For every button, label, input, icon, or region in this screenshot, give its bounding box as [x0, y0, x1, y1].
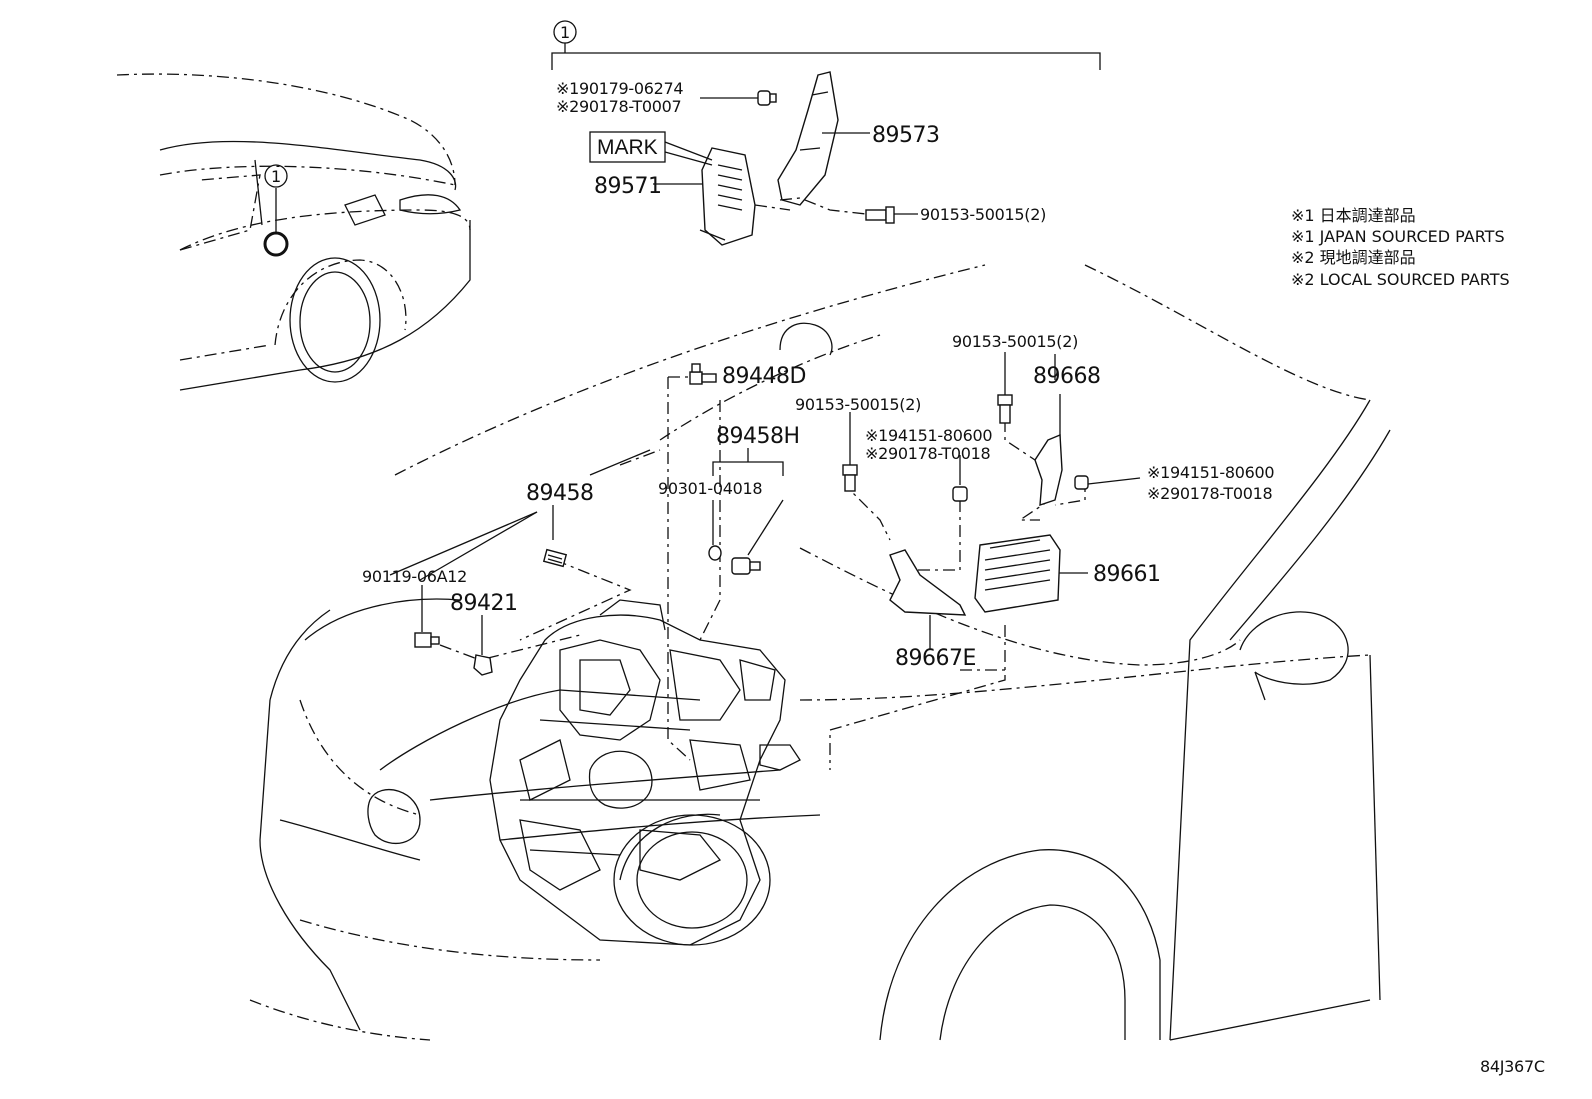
label-90178-t0007: ※290178-T0007: [556, 97, 681, 116]
nut-90179-icon: [757, 90, 777, 106]
diagram-code: 84J367C: [1480, 1057, 1545, 1076]
label-90179-06274: ※190179-06274: [556, 79, 683, 98]
bolt-90153-mid-icon: [842, 464, 858, 492]
front-car-illustration: [249, 264, 1391, 1041]
legend-line-1: ※1 日本調達部品: [1291, 206, 1416, 225]
legend-line-2: ※1 JAPAN SOURCED PARTS: [1291, 227, 1505, 246]
mark-box: [589, 131, 666, 163]
ecu-89661-icon: [974, 534, 1061, 613]
label-89421: 89421: [450, 591, 518, 616]
label-90153-mid: 90153-50015(2): [795, 395, 921, 414]
bracket-89668-icon: [1034, 433, 1063, 506]
bracket-89573-icon: [777, 71, 839, 206]
bolt-90153-right-icon: [997, 394, 1013, 424]
clip-89421-icon: [473, 654, 493, 676]
label-90178-t0018-a: ※290178-T0018: [865, 444, 991, 463]
label-90178-t0018-b: ※290178-T0018: [1147, 484, 1273, 503]
label-89458: 89458: [526, 481, 594, 506]
sensor-89458-icon: [542, 548, 568, 568]
module-89571-icon: [699, 147, 756, 246]
label-94151-80600-b: ※194151-80600: [1147, 463, 1274, 482]
bracket-89667e-icon: [889, 549, 967, 616]
legend: ※1 日本調達部品 ※1 JAPAN SOURCED PARTS ※2 現地調達…: [1291, 206, 1510, 289]
engine-illustration: [489, 599, 801, 946]
legend-line-3: ※2 現地調達部品: [1291, 248, 1416, 267]
small-parts: [414, 363, 1089, 676]
label-94151-80600-a: ※194151-80600: [865, 426, 992, 445]
label-89571: 89571: [594, 174, 662, 199]
label-mark: MARK: [597, 136, 658, 159]
sensor-89458h-icon: [731, 557, 761, 575]
label-89458h: 89458H: [716, 424, 800, 449]
bolt-90153-top-icon: [865, 206, 895, 224]
label-89661: 89661: [1093, 562, 1161, 587]
label-89667e: 89667E: [895, 646, 976, 671]
top-parts-cluster: [589, 71, 918, 246]
part-labels: ※190179-06274 ※290178-T0007 89573 MARK 8…: [362, 79, 1275, 671]
label-89668: 89668: [1033, 364, 1101, 389]
legend-line-4: ※2 LOCAL SOURCED PARTS: [1291, 270, 1510, 289]
label-90301-04018: 90301-04018: [658, 479, 762, 498]
label-89573: 89573: [872, 123, 940, 148]
label-89448d: 89448D: [722, 364, 806, 389]
nut-94151-mid-icon: [952, 486, 968, 502]
inset-callout-number: 1: [271, 167, 281, 186]
label-90153-top: 90153-50015(2): [920, 205, 1046, 224]
assembly-bracket: 1: [551, 20, 1101, 70]
o-ring-90301-icon: [708, 545, 722, 561]
label-90119-06a12: 90119-06A12: [362, 567, 467, 586]
sensor-89448d-icon: [689, 363, 717, 385]
rear-car-illustration: 1: [116, 73, 471, 391]
label-90153-right: 90153-50015(2): [952, 332, 1078, 351]
assembly-callout-number: 1: [560, 23, 570, 42]
bolt-90119-icon: [414, 632, 440, 648]
nut-94151-right-icon: [1074, 475, 1089, 490]
